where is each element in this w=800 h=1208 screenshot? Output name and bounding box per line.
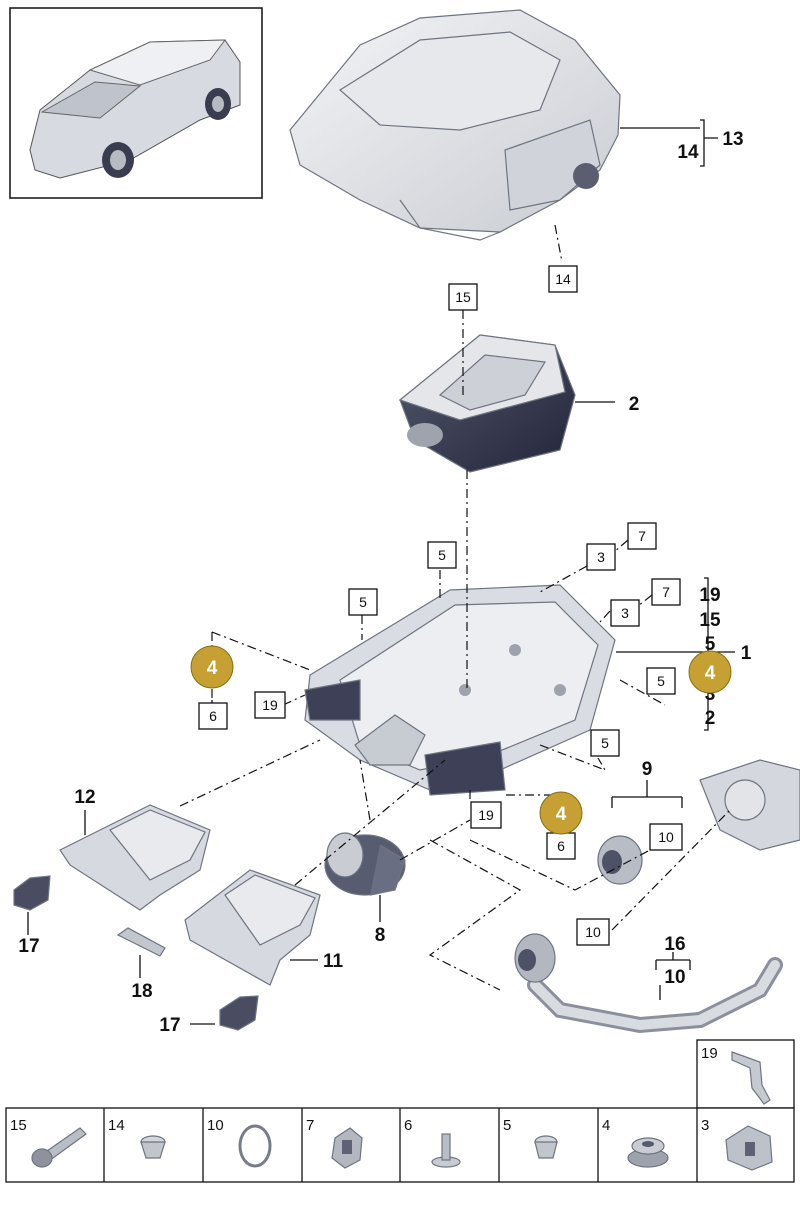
svg-text:5: 5 — [657, 673, 665, 689]
label-1-list-3: 3 — [705, 684, 716, 705]
svg-text:4: 4 — [207, 658, 218, 679]
svg-text:15: 15 — [455, 289, 471, 305]
label-17-b: 17 — [159, 1015, 180, 1036]
callout-3-b: 3 — [610, 599, 640, 627]
svg-text:19: 19 — [262, 697, 278, 713]
callout-10-a: 10 — [649, 823, 683, 851]
parts-table: 19 15 14 10 7 6 5 4 3 — [5, 1039, 795, 1183]
badge-4-mid: 4 — [539, 791, 583, 835]
svg-text:7: 7 — [638, 528, 646, 544]
label-12: 12 — [74, 787, 95, 808]
label-1-list-4: 2 — [705, 708, 716, 729]
clip-19-icon — [731, 1051, 771, 1105]
callout-5-b: 5 — [348, 588, 378, 616]
svg-text:7: 7 — [662, 584, 670, 600]
hose-9 — [597, 835, 643, 885]
clip-18 — [116, 927, 166, 957]
svg-text:4: 4 — [556, 804, 567, 825]
pad-17-lower — [219, 995, 259, 1031]
label-1-list-2: 5 — [705, 634, 716, 655]
callout-10-b: 10 — [576, 918, 610, 946]
svg-text:5: 5 — [359, 594, 367, 610]
callout-6-left: 6 — [198, 702, 228, 730]
parts-table-top-cell-label: 19 — [701, 1045, 718, 1062]
label-16: 16 — [664, 934, 685, 955]
svg-text:6: 6 — [557, 838, 565, 854]
pad-17-upper — [13, 875, 51, 911]
svg-text:5: 5 — [601, 735, 609, 751]
parts-cell-label: 6 — [404, 1117, 412, 1134]
grommet-14-icon — [140, 1135, 166, 1159]
clamp-ring-icon — [238, 1124, 272, 1168]
callout-5-a: 5 — [427, 541, 457, 569]
badge-4-right: 4 — [688, 650, 732, 694]
callout-5-right: 5 — [646, 667, 676, 695]
callout-15-top: 15 — [448, 283, 478, 311]
label-2: 2 — [629, 394, 640, 415]
vehicle-thumbnail — [9, 7, 263, 199]
parts-cell-label: 7 — [306, 1117, 314, 1134]
air-filter-lid — [398, 334, 576, 473]
duct-12 — [59, 804, 211, 911]
label-9: 9 — [642, 759, 653, 780]
svg-text:6: 6 — [209, 708, 217, 724]
svg-text:3: 3 — [621, 605, 629, 621]
airbox-housing — [304, 584, 616, 796]
svg-text:4: 4 — [705, 663, 716, 684]
callout-7-b: 7 — [651, 578, 681, 606]
duct-11 — [184, 869, 321, 986]
label-1: 1 — [741, 643, 752, 664]
label-17-a: 17 — [18, 936, 39, 957]
turbocharger — [699, 759, 800, 851]
badge-4-left: 4 — [190, 645, 234, 689]
label-1-list-1: 15 — [699, 610, 721, 631]
bellows-8 — [324, 832, 406, 896]
label-16-sub: 10 — [664, 967, 685, 988]
label-11: 11 — [323, 951, 344, 972]
callout-19-mid: 19 — [470, 801, 502, 829]
callout-6-mid: 6 — [546, 832, 576, 860]
svg-text:10: 10 — [585, 924, 601, 940]
svg-text:5: 5 — [438, 547, 446, 563]
callout-14-cover: 14 — [548, 265, 578, 293]
parts-cell-label: 10 — [207, 1117, 224, 1134]
svg-text:14: 14 — [555, 271, 571, 287]
parts-cell-label: 15 — [10, 1117, 27, 1134]
parts-cell-label: 14 — [108, 1117, 125, 1134]
grommet-5-icon — [534, 1135, 558, 1159]
callout-3-a: 3 — [586, 543, 616, 571]
callout-7-a: 7 — [627, 522, 657, 550]
engine-cover — [289, 9, 621, 241]
label-1-list-0: 19 — [699, 585, 720, 606]
svg-text:3: 3 — [597, 549, 605, 565]
svg-text:10: 10 — [658, 829, 674, 845]
label-18: 18 — [131, 981, 152, 1002]
callout-5-low: 5 — [590, 729, 620, 757]
bolt-icon — [31, 1127, 87, 1168]
bushing-4-icon — [627, 1137, 669, 1168]
parts-cell-label: 5 — [503, 1117, 511, 1134]
bracket-7-icon — [331, 1127, 363, 1169]
label-14: 14 — [677, 142, 699, 163]
parts-cell-label: 4 — [602, 1117, 610, 1134]
label-13: 13 — [722, 129, 743, 150]
label-8: 8 — [375, 925, 386, 946]
clip-3-icon — [725, 1125, 773, 1171]
svg-text:19: 19 — [478, 807, 494, 823]
parts-cell-label: 3 — [701, 1117, 709, 1134]
pin-6-icon — [431, 1133, 461, 1168]
pipe-16 — [514, 933, 783, 1034]
callout-19-left: 19 — [254, 691, 286, 719]
